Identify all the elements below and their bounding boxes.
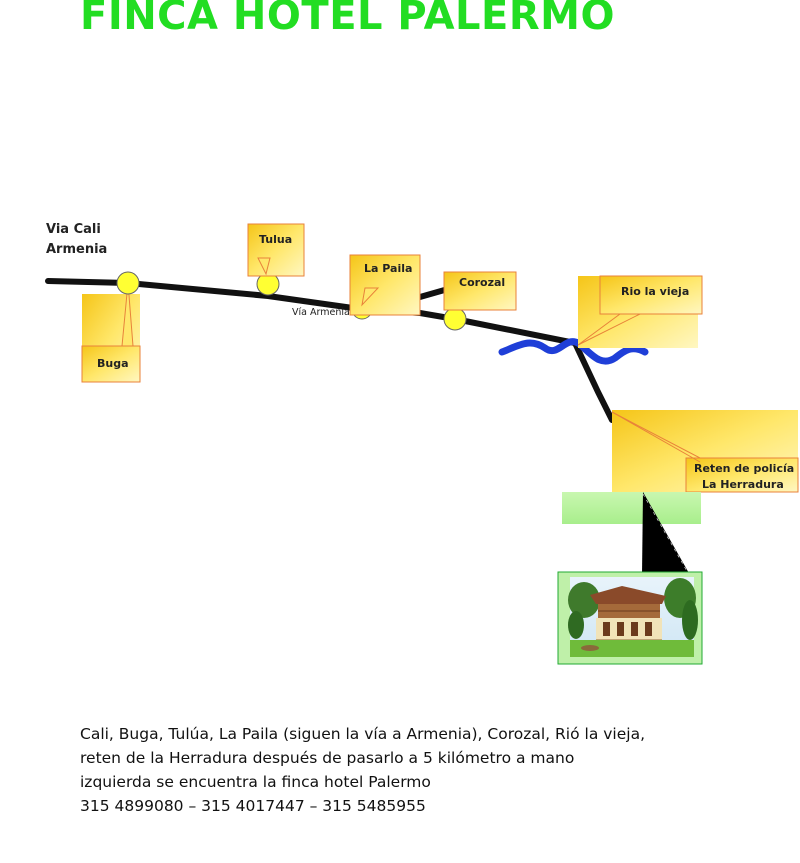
phone-numbers: 315 4899080 – 315 4017447 – 315 5485955 [80,797,426,815]
buga-marker [116,271,140,295]
origin-line-2: Armenia [46,242,108,257]
origin-line-1: Via Cali [46,222,101,237]
buga-callout [81,282,141,383]
road-label: Vía Armenia [292,307,350,318]
directions-line-2: reten de la Herradura después de pasarlo… [80,749,575,767]
directions-line-3: izquierda se encuentra la finca hotel Pa… [80,773,431,791]
reten-callout [611,410,799,493]
road-to-reten [572,340,615,423]
la-paila-callout [349,254,421,316]
origin-label: Via Cali Armenia [46,220,107,260]
rio-label: Rio la vieja [621,285,690,298]
la-paila-label: La Paila [364,262,413,275]
tulua-label: Tulua [259,233,293,246]
reten-label-line-2: La Herradura [702,478,784,491]
directions-text: Cali, Buga, Tulúa, La Paila (siguen la v… [80,722,645,818]
rio-callout [577,275,703,348]
tulua-callout [247,223,305,277]
page-title: FINCA HOTEL PALERMO [80,0,615,39]
reten-label-line-1: Reten de policía [694,462,795,475]
hotel-photo [557,571,703,665]
corozal-callout [443,271,517,311]
corozal-marker [443,307,467,331]
directions-line-1: Cali, Buga, Tulúa, La Paila (siguen la v… [80,725,645,743]
green-banner [562,492,701,524]
corozal-label: Corozal [444,272,516,287]
corozal-label-text: Corozal [459,276,506,287]
buga-label: Buga [97,357,129,370]
reten-label: Reten de policía La Herradura [686,458,798,492]
